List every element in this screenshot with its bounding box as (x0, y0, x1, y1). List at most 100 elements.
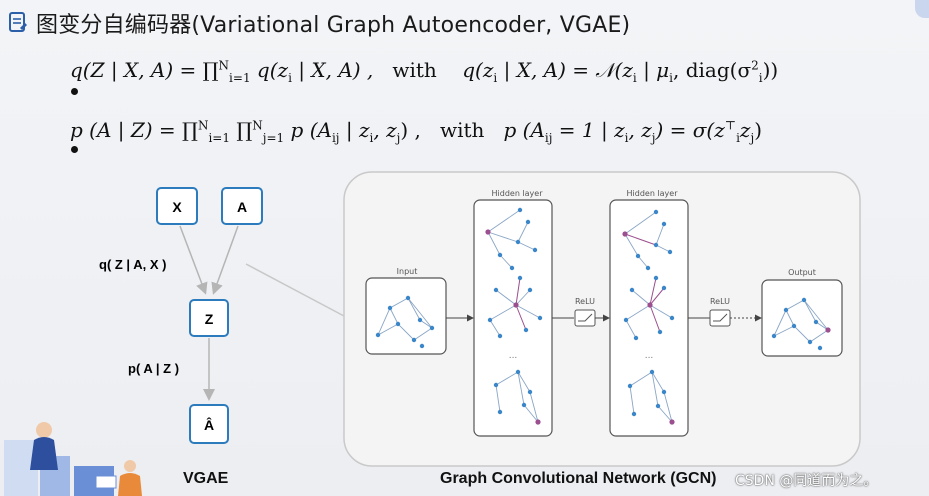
hidden2-nodes-bottom (627, 369, 667, 417)
node-x (156, 187, 198, 225)
f2-p2-sub: j=1 (262, 131, 285, 145)
input-edges (377, 297, 433, 341)
hidden2-edges-top (624, 211, 671, 269)
formula-decoder: p (A | Z) = ∏Ni=1 ∏Nj=1 p (Aij | zi, zj)… (70, 118, 762, 145)
f1-lhs: q(Z | X, A) = ∏ (70, 58, 219, 82)
edge-q-label: q( Z | A, X ) (99, 257, 166, 272)
vgae-graph: X A q( Z | A, X ) Z p( A | Z ) Â (99, 187, 345, 444)
output-edges (773, 299, 829, 343)
node-ahat (189, 404, 229, 444)
edge-a-to-z (211, 225, 239, 295)
gcn-input: Input (365, 267, 447, 355)
f2-close: ) , (400, 118, 421, 142)
f2-rhs-d: ) = σ(z (655, 118, 725, 142)
f2-rhs-a: p (A (503, 118, 545, 142)
hidden2-edges-mid (625, 289, 673, 339)
edge-x-to-z (179, 225, 208, 295)
hidden2-box (609, 199, 689, 437)
hidden2-highlight-edges-mid (649, 277, 665, 333)
connector-line (245, 263, 345, 317)
hidden1-highlight-top (485, 229, 491, 235)
f1-rhs-d: , diag(σ (673, 58, 752, 82)
node-a (221, 187, 263, 225)
gcn-hidden1: Hidden layer ... (473, 189, 553, 437)
hidden2-highlight-top (622, 231, 628, 237)
relu1-box (574, 309, 596, 327)
relu1-icon (578, 313, 593, 322)
output-box (761, 279, 843, 357)
f2-body-rest: | z (339, 118, 370, 142)
title-text: 图变分自编码器(Variational Graph Autoencoder, V… (36, 13, 631, 38)
f2-zj-sub: j (396, 131, 401, 145)
f1-prod-sup: N (218, 58, 230, 73)
hidden1-highlight-mid (513, 302, 519, 308)
hidden1-label: Hidden layer (492, 189, 544, 198)
f1-body: q(z (250, 58, 289, 82)
people-illustration (4, 422, 142, 496)
hidden1-edges-bottom (495, 371, 539, 423)
f2-rhs-e-sub: j (750, 131, 755, 145)
input-label: Input (397, 267, 418, 276)
f1-rhs-c-sub: i (669, 71, 674, 85)
f2-rhs-b: = 1 | z (552, 118, 625, 142)
document-icon (9, 12, 27, 32)
f2-lhs: p (A | Z) = ∏ (70, 118, 198, 142)
f2-body-sub: ij (331, 131, 340, 145)
f2-rhs-c-sub: j (651, 131, 656, 145)
bullet-2 (71, 146, 78, 153)
f1-prod-sub: i=1 (229, 71, 251, 85)
output-label: Output (788, 268, 816, 277)
hidden2-edges-bottom (629, 371, 673, 423)
f2-rhs-d-sub: i (736, 131, 740, 145)
hidden1-edges-mid (489, 289, 541, 337)
hidden2-label: Hidden layer (627, 189, 679, 198)
f2-rhs-d-sup: ⊤ (724, 118, 737, 133)
formula-encoder: q(Z | X, A) = ∏Ni=1 q(zi | X, A) , with … (70, 58, 778, 85)
f1-body-sub: i (288, 71, 292, 85)
edge-p-label: p( A | Z ) (128, 361, 179, 376)
f1-rhs-d-sup: 2 (751, 58, 759, 73)
f1-rhs-a: q(z (462, 58, 494, 82)
f1-rhs-d-sub: i (758, 71, 763, 85)
f1-with: with (392, 58, 437, 82)
f2-comma: , z (373, 118, 397, 142)
relu1-label: ReLU (575, 297, 595, 306)
input-box (365, 277, 447, 355)
hidden1-nodes-bottom (493, 369, 533, 415)
f1-rhs-b-sub: i (632, 71, 637, 85)
f2-rhs-e: z (739, 118, 751, 142)
gcn-output: Output (761, 268, 843, 357)
hidden1-highlight-edges (515, 277, 527, 331)
hidden1-ellipsis: ... (509, 351, 518, 361)
relu-1: ReLU (552, 297, 610, 327)
relu2-label: ReLU (710, 297, 730, 306)
input-nodes (375, 295, 435, 349)
watermark: CSDN @同道而为之。 (735, 473, 878, 489)
f1-rhs-b: | X, A) = 𝒩(z (497, 58, 633, 82)
output-highlight (825, 327, 831, 333)
hidden2-highlight-bottom (669, 419, 675, 425)
gcn-container (343, 171, 861, 467)
hidden1-nodes-mid (487, 275, 543, 339)
hidden1-edges-top (487, 209, 536, 269)
f1-rhs-a-sub: i (493, 71, 498, 85)
slide-title: 图变分自编码器(Variational Graph Autoencoder, V… (8, 6, 630, 40)
node-ahat-label: Â (204, 416, 214, 433)
f1-rhs-c: | μ (636, 58, 670, 82)
f2-p1-sub: i=1 (208, 131, 230, 145)
f1-body-rest: | X, A) , (291, 58, 374, 82)
relu2-box (709, 309, 731, 327)
f2-p1-sup: N (197, 118, 209, 133)
hidden2-highlight-edges-top (624, 233, 657, 246)
f2-mid: ∏ (229, 118, 253, 142)
relu-2: ReLU (688, 297, 762, 327)
output-nodes (771, 297, 823, 351)
hidden2-nodes-top (635, 209, 673, 271)
f2-rhs-a-sub: ij (544, 131, 553, 145)
corner-decoration (915, 0, 929, 18)
f2-with: with (439, 118, 485, 142)
f2-rhs-b-sub: i (624, 131, 629, 145)
node-a-label: A (237, 199, 247, 215)
hidden2-highlight-mid (647, 302, 653, 308)
vgae-caption: VGAE (183, 470, 229, 487)
